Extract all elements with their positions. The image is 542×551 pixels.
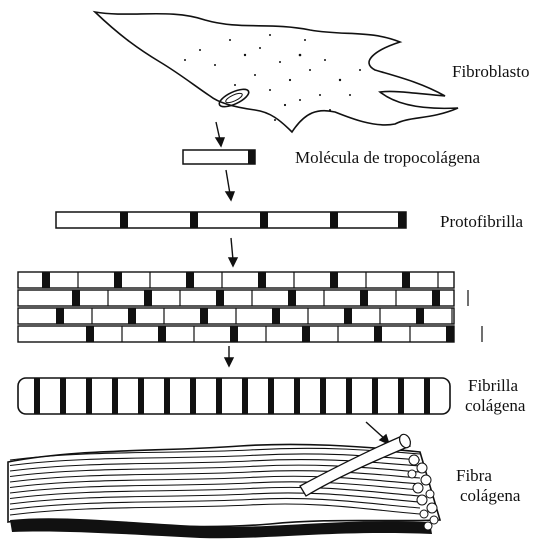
fibril-band: [216, 378, 222, 414]
fibril-band: [164, 378, 170, 414]
gap-band: [86, 326, 94, 342]
arrow-down-icon: [225, 346, 233, 366]
arrow-down-icon: [226, 170, 234, 200]
gap-band: [42, 272, 50, 288]
fibril-band: [112, 378, 118, 414]
gap-band: [72, 290, 80, 306]
gap-band: [288, 290, 296, 306]
fibril-band: [86, 378, 92, 414]
array-row: [18, 290, 454, 306]
fibril-band: [320, 378, 326, 414]
label-fibrilla-colagena: Fibrilla colágena: [468, 376, 525, 416]
label-fibra-line2: colágena: [460, 486, 520, 506]
gap-band: [402, 272, 410, 288]
gap-band: [216, 290, 224, 306]
gap-band: [144, 290, 152, 306]
label-molecula-tropocolagena: Molécula de tropocolágena: [295, 148, 480, 168]
gap-band: [258, 272, 266, 288]
label-fibrilla-line2: colágena: [465, 396, 525, 416]
fibril-band: [398, 378, 404, 414]
protofibril: [56, 212, 406, 228]
fibril-band: [424, 378, 430, 414]
gap-band: [128, 308, 136, 324]
gap-band: [272, 308, 280, 324]
fibril-band: [242, 378, 248, 414]
fibril-body: [18, 378, 450, 414]
fiber-bundle: [8, 433, 440, 539]
gap-band: [158, 326, 166, 342]
staggered-array: [18, 272, 482, 342]
gap-band: [432, 290, 440, 306]
array-row: [18, 272, 454, 288]
fibril-band: [34, 378, 40, 414]
gap-band: [446, 326, 454, 342]
gap-band: [302, 326, 310, 342]
label-fibra-colagena: Fibra colágena: [456, 466, 520, 506]
arrow-diagonal-icon: [366, 422, 389, 444]
gap-band: [114, 272, 122, 288]
banded-fibril: [18, 378, 450, 414]
arrow-down-icon: [216, 122, 224, 146]
gap-band: [200, 308, 208, 324]
gap-band: [230, 326, 238, 342]
label-fibroblasto: Fibroblasto: [452, 62, 529, 82]
gap-band: [56, 308, 64, 324]
gap-band: [374, 326, 382, 342]
fibril-band: [294, 378, 300, 414]
fibril-band: [138, 378, 144, 414]
fibril-band: [60, 378, 66, 414]
gap-band: [344, 308, 352, 324]
tropocollagen-rod: [183, 150, 255, 164]
fibril-band: [372, 378, 378, 414]
label-protofibrilla: Protofibrilla: [440, 212, 523, 232]
gap-band: [186, 272, 194, 288]
gap-band: [416, 308, 424, 324]
arrow-down-icon: [229, 238, 237, 266]
gap-band: [330, 272, 338, 288]
fibril-band: [346, 378, 352, 414]
label-fibrilla-line1: Fibrilla: [468, 376, 518, 395]
fibroblast-cell: [95, 12, 458, 132]
fibril-band: [190, 378, 196, 414]
label-fibra-line1: Fibra: [456, 466, 492, 485]
fibril-band: [268, 378, 274, 414]
gap-band: [360, 290, 368, 306]
